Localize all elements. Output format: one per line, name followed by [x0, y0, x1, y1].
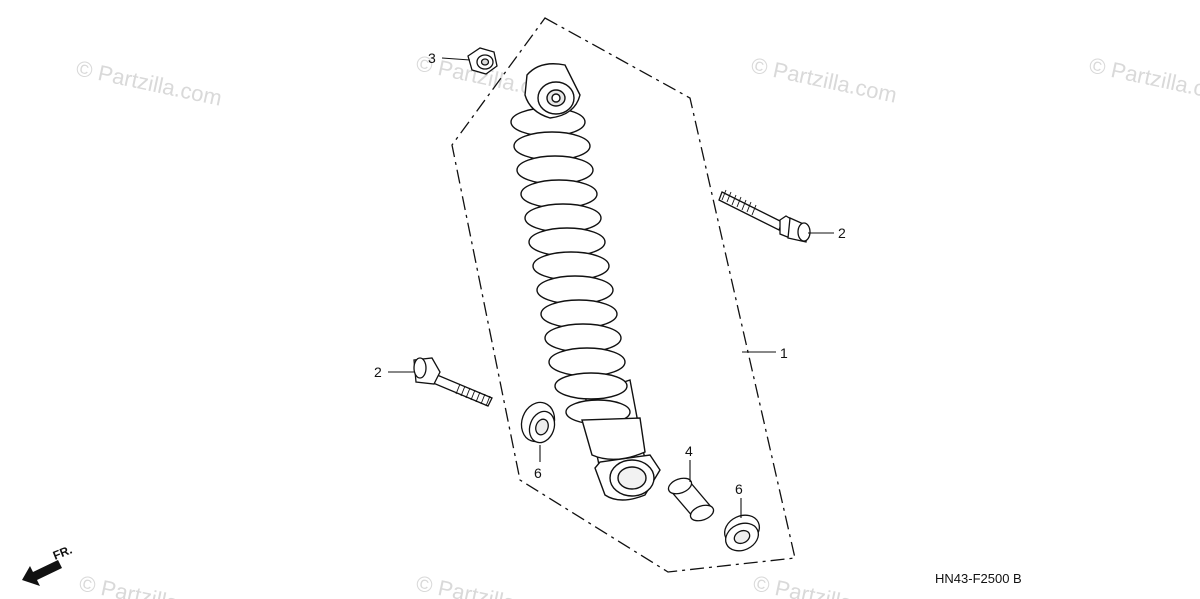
callout-4: 4 [685, 443, 693, 459]
front-direction-label: FR. [51, 543, 74, 563]
front-direction-arrow: FR. [22, 543, 74, 586]
callout-2-upper: 2 [838, 225, 846, 241]
callout-2-lower: 2 [374, 364, 382, 380]
spring-coils [510, 107, 631, 425]
watermark-3: © Partzilla.com [749, 52, 899, 107]
callout-1: 1 [780, 345, 788, 361]
assembly-boundary [451, 17, 796, 573]
collar[interactable] [666, 475, 715, 523]
watermark-5: © Partzilla.com [77, 570, 227, 599]
dust-seal-right[interactable] [720, 510, 764, 556]
diagram-code: HN43-F2500 B [935, 571, 1022, 586]
watermark-1: © Partzilla.com [74, 55, 224, 110]
dust-seal-left[interactable] [516, 398, 560, 447]
watermark-4: © Partzilla.com [1087, 52, 1200, 107]
watermarks: © Partzilla.com © Partzilla.com © Partzi… [74, 50, 1200, 599]
shock-absorber[interactable] [510, 63, 661, 501]
callout-3: 3 [428, 50, 436, 66]
callout-6-left: 6 [534, 465, 542, 481]
leader-lines [388, 57, 834, 518]
bolt-left[interactable] [413, 357, 493, 407]
callout-6-right: 6 [735, 481, 743, 497]
watermark-7: © Partzilla.com [751, 570, 901, 599]
bolt-upper-right[interactable] [718, 189, 811, 243]
nut[interactable] [467, 47, 498, 75]
watermark-6: © Partzilla.com [414, 570, 564, 599]
